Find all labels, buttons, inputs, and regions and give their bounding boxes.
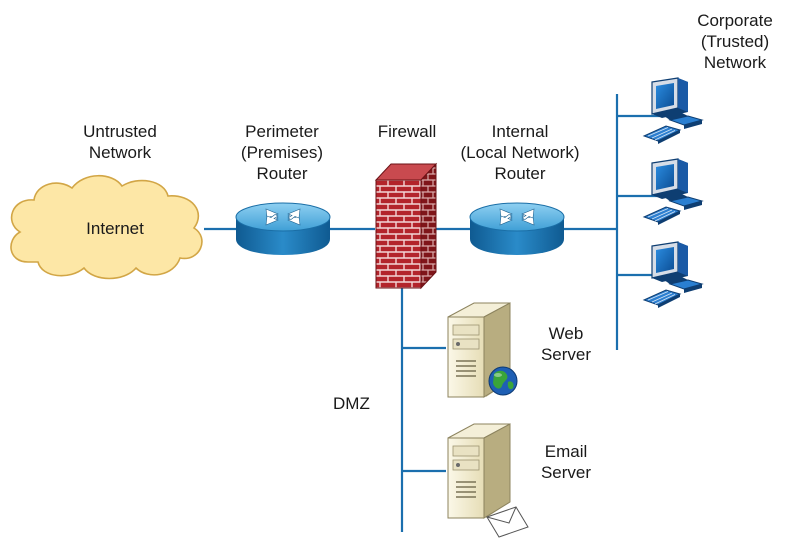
computer-icon — [643, 77, 703, 145]
perimeter-router-label: Perimeter (Premises) Router — [240, 122, 324, 183]
link-lines — [204, 94, 660, 532]
corporate-network-label: Corporate (Trusted) Network — [697, 11, 773, 72]
firewall-icon — [374, 162, 438, 290]
perimeter-router-icon — [235, 202, 331, 256]
internet-label: Internet — [86, 219, 144, 238]
web-server-icon — [447, 302, 518, 398]
web-server-label: Web Server — [540, 324, 592, 364]
firewall-label: Firewall — [377, 122, 437, 141]
cloud-icon — [10, 175, 203, 280]
globe-icon — [488, 366, 518, 396]
envelope-icon — [486, 506, 529, 538]
email-server-icon — [447, 423, 529, 538]
untrusted-network-label: Untrusted Network — [83, 122, 157, 162]
computer-icon — [643, 241, 703, 309]
computer-icon — [643, 158, 703, 226]
internal-router-label: Internal (Local Network) Router — [460, 122, 580, 183]
internal-router-icon — [469, 202, 565, 256]
email-server-label: Email Server — [540, 442, 592, 482]
dmz-label: DMZ — [333, 394, 370, 413]
